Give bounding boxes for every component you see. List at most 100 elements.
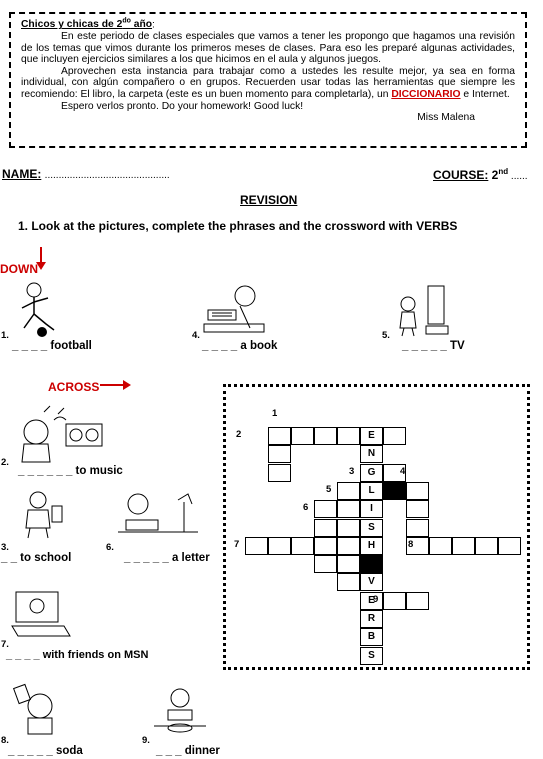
- schoolboy-picture: [25, 491, 63, 539]
- crossword-cell-letter[interactable]: I: [360, 500, 383, 519]
- name-field[interactable]: NAME: ..................................…: [2, 167, 170, 181]
- crossword-cell[interactable]: [314, 427, 337, 445]
- letter-writer-picture: [118, 493, 198, 533]
- crossword-cell-black: [383, 481, 406, 500]
- item-2-caption: _ _ _ _ _ _ to music: [18, 465, 123, 477]
- crossword-cell[interactable]: [337, 536, 360, 555]
- crossword-cell[interactable]: [337, 500, 360, 519]
- crossword-cell-letter[interactable]: V: [360, 573, 383, 592]
- note-paragraph-1: En este periodo de clases especiales que…: [21, 31, 515, 66]
- note-title: Chicos y chicas de 2do año: [21, 18, 153, 31]
- crossword-clue-number: 7: [234, 538, 240, 550]
- dictionary-highlight: DICCIONARIO: [391, 88, 461, 100]
- crossword-cell[interactable]: [291, 427, 314, 445]
- crossword-cell-letter[interactable]: R: [360, 610, 383, 628]
- page-title: REVISION: [240, 193, 298, 207]
- crossword-cell-letter[interactable]: L: [360, 481, 383, 500]
- soda-drinker-picture: [12, 683, 53, 735]
- item-5-caption: _ _ _ _ _ TV: [402, 340, 465, 352]
- crossword-cell[interactable]: [383, 591, 406, 610]
- item-9-caption: _ _ _ dinner: [156, 745, 220, 757]
- note-paragraph-2: Aprovechen esta instancia para trabajar …: [21, 65, 515, 100]
- crossword-frame: [223, 384, 530, 670]
- item-9-number: 9.: [142, 735, 150, 746]
- item-4-caption: _ _ _ _ a book: [202, 340, 278, 352]
- crossword-cell[interactable]: [291, 536, 314, 555]
- teacher-note-box: Chicos y chicas de 2do año: En este peri…: [9, 12, 527, 148]
- crossword-cell[interactable]: [406, 481, 429, 500]
- tv-watcher-picture: [399, 285, 449, 337]
- crossword-cell[interactable]: [406, 500, 429, 519]
- item-7-number: 7.: [1, 639, 9, 650]
- crossword-cell[interactable]: [268, 463, 291, 482]
- item-8-caption: _ _ _ _ _ soda: [8, 745, 83, 757]
- crossword-cell[interactable]: [268, 445, 291, 464]
- crossword-cell-letter[interactable]: H: [360, 536, 383, 555]
- crossword-clue-number: 1: [272, 407, 278, 419]
- crossword-cell-letter[interactable]: B: [360, 628, 383, 647]
- item-2-number: 2.: [1, 457, 9, 468]
- course-label: COURSE:: [433, 168, 489, 182]
- crossword-cell[interactable]: [268, 536, 291, 555]
- item-1-number: 1.: [1, 330, 9, 341]
- name-dots: ........................................…: [44, 170, 170, 181]
- crossword-cell[interactable]: [383, 427, 406, 445]
- crossword-cell[interactable]: [337, 573, 360, 592]
- item-8-number: 8.: [1, 735, 9, 746]
- item-6-caption: _ _ _ _ _ a letter: [124, 552, 210, 564]
- crossword-cell[interactable]: [314, 536, 337, 555]
- crossword-clue-number: 5: [326, 483, 332, 495]
- item-3-number: 3.: [1, 542, 9, 553]
- crossword-cell[interactable]: [406, 518, 429, 537]
- across-label: ACROSS: [48, 380, 100, 394]
- reading-boy-picture: [203, 285, 265, 333]
- instruction: 1. Look at the pictures, complete the ph…: [18, 219, 458, 233]
- course-field[interactable]: COURSE: 2nd ......: [433, 167, 528, 182]
- crossword-cell[interactable]: [314, 518, 337, 537]
- note-signature: Miss Malena: [417, 112, 475, 124]
- crossword-clue-number: 3: [349, 465, 355, 477]
- music-listener-picture: [21, 405, 103, 463]
- crossword-cell-letter[interactable]: G: [360, 463, 383, 482]
- down-arrow-icon: [36, 247, 46, 270]
- crossword-cell[interactable]: [498, 536, 521, 555]
- crossword-cell[interactable]: [383, 463, 406, 482]
- crossword-cell[interactable]: [406, 536, 429, 555]
- crossword-clue-number: 8: [408, 538, 414, 550]
- crossword-cell[interactable]: [337, 518, 360, 537]
- crossword-cell[interactable]: [406, 591, 429, 610]
- crossword-cell-letter[interactable]: N: [360, 445, 383, 464]
- course-value: 2: [488, 168, 499, 182]
- crossword-cell[interactable]: [337, 555, 360, 574]
- crossword-clue-number: 6: [303, 502, 309, 514]
- crossword-cell-letter[interactable]: E: [360, 427, 383, 445]
- item-7-caption: _ _ _ _ with friends on MSN: [6, 649, 149, 661]
- football-player-picture: [21, 282, 55, 337]
- crossword-cell[interactable]: [268, 427, 291, 445]
- crossword-cell[interactable]: [337, 481, 360, 500]
- crossword-cell[interactable]: [245, 536, 268, 555]
- across-arrow-icon: [100, 380, 131, 390]
- crossword-cell[interactable]: [429, 536, 452, 555]
- item-6-number: 6.: [106, 542, 114, 553]
- crossword-cell-letter[interactable]: S: [360, 646, 383, 665]
- crossword-cell-black: [360, 555, 383, 574]
- crossword-cell[interactable]: [314, 555, 337, 574]
- crossword-cell[interactable]: [337, 427, 360, 445]
- dinner-picture: [154, 688, 206, 733]
- crossword-clue-number: 9: [373, 593, 379, 605]
- name-label: NAME:: [2, 167, 42, 181]
- crossword-cell-letter[interactable]: S: [360, 518, 383, 537]
- down-label: DOWN: [0, 262, 38, 276]
- item-1-caption: _ _ _ _ football: [12, 340, 92, 352]
- crossword-cell[interactable]: [314, 500, 337, 519]
- crossword-cell-letter[interactable]: E: [360, 591, 383, 610]
- item-5-number: 5.: [382, 330, 390, 341]
- item-4-number: 4.: [192, 330, 200, 341]
- item-3-caption: _ _ to school: [1, 552, 72, 564]
- crossword-cell[interactable]: [475, 536, 498, 555]
- note-paragraph-3: Espero verlos pronto. Do your homework! …: [61, 100, 304, 112]
- crossword-clue-number: 4: [400, 465, 406, 477]
- crossword-clue-number: 2: [236, 429, 242, 440]
- crossword-cell[interactable]: [452, 536, 475, 555]
